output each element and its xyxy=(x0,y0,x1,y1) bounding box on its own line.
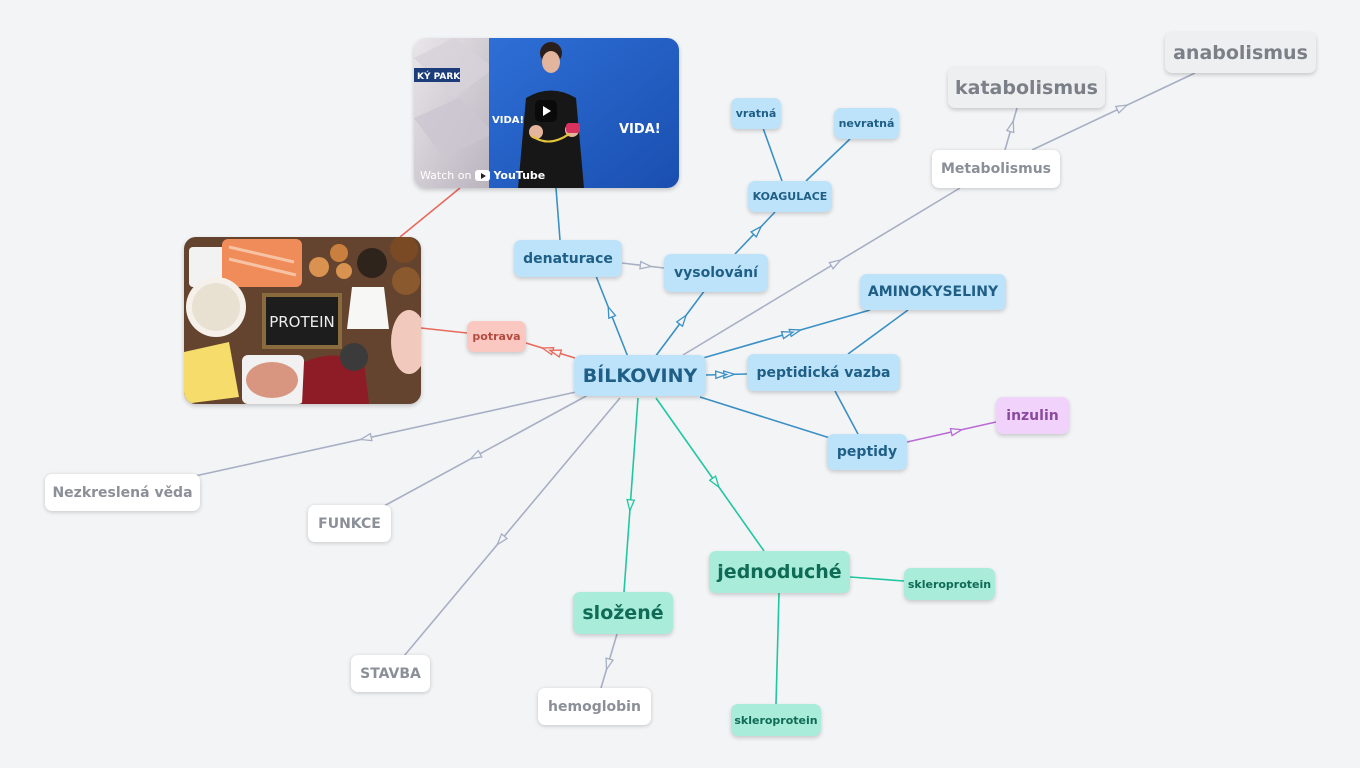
edge-center-stavba-arrow-icon xyxy=(496,532,509,547)
edge-aminokyseliny-vazba xyxy=(847,309,909,355)
edge-center-potrava-arrow-icon xyxy=(547,349,563,358)
edge-metabolismus-katabolismus-arrow-icon xyxy=(1005,119,1015,134)
watch-on-youtube[interactable]: Watch on YouTube xyxy=(420,169,545,182)
food-photo: PROTEIN xyxy=(184,237,421,404)
node-bilkoviny[interactable]: BÍLKOVINY xyxy=(574,355,706,396)
chalkboard-text: PROTEIN xyxy=(269,313,335,331)
node-funkce[interactable]: FUNKCE xyxy=(308,505,391,542)
edge-center-nezkreslena xyxy=(194,391,577,477)
video-thumbnail[interactable]: KÝ PARK VIDA! VIDA! Watch on YouTube xyxy=(414,38,679,188)
node-potrava[interactable]: potrava xyxy=(467,321,526,352)
node-anabolismus[interactable]: anabolismus xyxy=(1165,32,1316,73)
edge-denaturace-video xyxy=(555,187,561,241)
edge-center-metabolismus-arrow-icon xyxy=(828,258,843,270)
edge-center-jednoduche-arrow-icon xyxy=(708,475,721,489)
edge-center-jednoduche xyxy=(655,397,765,552)
edge-center-metabolismus xyxy=(682,187,961,356)
video-frame-image: KÝ PARK VIDA! VIDA! xyxy=(414,38,679,188)
edge-potrava-photo xyxy=(420,327,468,334)
edge-jednoduche-sklero-bottom xyxy=(775,592,780,705)
node-skleroprotein-bottom[interactable]: skleroprotein xyxy=(731,704,821,736)
edge-center-slozene xyxy=(623,397,639,593)
banner-text: KÝ PARK xyxy=(417,70,461,82)
edge-center-denaturace-arrow-icon xyxy=(607,304,617,320)
edge-center-aminokyseliny-arrow-icon xyxy=(780,331,795,340)
vida-logo: VIDA! xyxy=(619,122,661,137)
youtube-label: YouTube xyxy=(493,169,546,182)
edge-center-slozene-arrow-icon xyxy=(626,498,636,513)
vida-logo-left: VIDA! xyxy=(492,115,524,126)
watch-on-label: Watch on xyxy=(420,169,472,182)
node-katabolismus[interactable]: katabolismus xyxy=(948,67,1105,108)
youtube-logo-icon: YouTube xyxy=(475,169,545,182)
edge-jednoduche-sklero-right xyxy=(849,576,905,582)
edge-slozene-hemoglobin-arrow-icon xyxy=(605,657,615,672)
node-denaturace[interactable]: denaturace xyxy=(514,240,622,277)
edge-center-funkce xyxy=(383,394,589,507)
edge-koagulace-nevratna xyxy=(805,138,851,182)
node-koagulace[interactable]: KOAGULACE xyxy=(748,181,832,212)
edge-denaturace-vysolovani-arrow-icon xyxy=(639,260,654,270)
node-skleroprotein-right[interactable]: skleroprotein xyxy=(904,568,995,600)
edge-photo-video xyxy=(399,187,461,238)
edge-metabolismus-anabolismus xyxy=(1031,72,1196,151)
node-inzulin[interactable]: inzulin xyxy=(996,397,1069,434)
node-slozene[interactable]: složené xyxy=(573,592,673,634)
edge-metabolismus-anabolismus-arrow-icon xyxy=(1114,104,1129,115)
node-stavba[interactable]: STAVBA xyxy=(351,655,430,692)
node-peptidy[interactable]: peptidy xyxy=(827,434,907,470)
node-aminokyseliny[interactable]: AMINOKYSELINY xyxy=(860,274,1006,310)
node-nevratna[interactable]: nevratná xyxy=(834,108,899,139)
edge-center-stavba xyxy=(403,397,621,657)
node-vysolovani[interactable]: vysolování xyxy=(664,254,768,292)
edge-center-vysolovani-arrow-icon xyxy=(675,313,688,328)
edge-center-funkce-arrow-icon xyxy=(468,449,483,460)
edge-vysolovani-koagulace-arrow-icon xyxy=(749,225,763,238)
protein-food-image[interactable]: PROTEIN xyxy=(184,237,421,404)
node-vratna[interactable]: vratná xyxy=(731,98,781,129)
edge-peptidy-inzulin-arrow-icon xyxy=(949,427,964,437)
edge-koagulace-vratna xyxy=(762,127,783,182)
node-hemoglobin[interactable]: hemoglobin xyxy=(538,688,651,725)
edge-vazba-peptidy xyxy=(834,390,859,435)
edge-center-vazba-arrow-icon xyxy=(714,370,729,380)
node-peptidicka-vazba[interactable]: peptidická vazba xyxy=(747,354,900,391)
edge-center-peptidy xyxy=(699,396,831,439)
edge-center-nezkreslena-arrow-icon xyxy=(358,432,373,442)
node-nezkreslena-veda[interactable]: Nezkreslená věda xyxy=(45,474,200,511)
node-metabolismus[interactable]: Metabolismus xyxy=(932,150,1060,188)
node-jednoduche[interactable]: jednoduché xyxy=(709,551,850,593)
